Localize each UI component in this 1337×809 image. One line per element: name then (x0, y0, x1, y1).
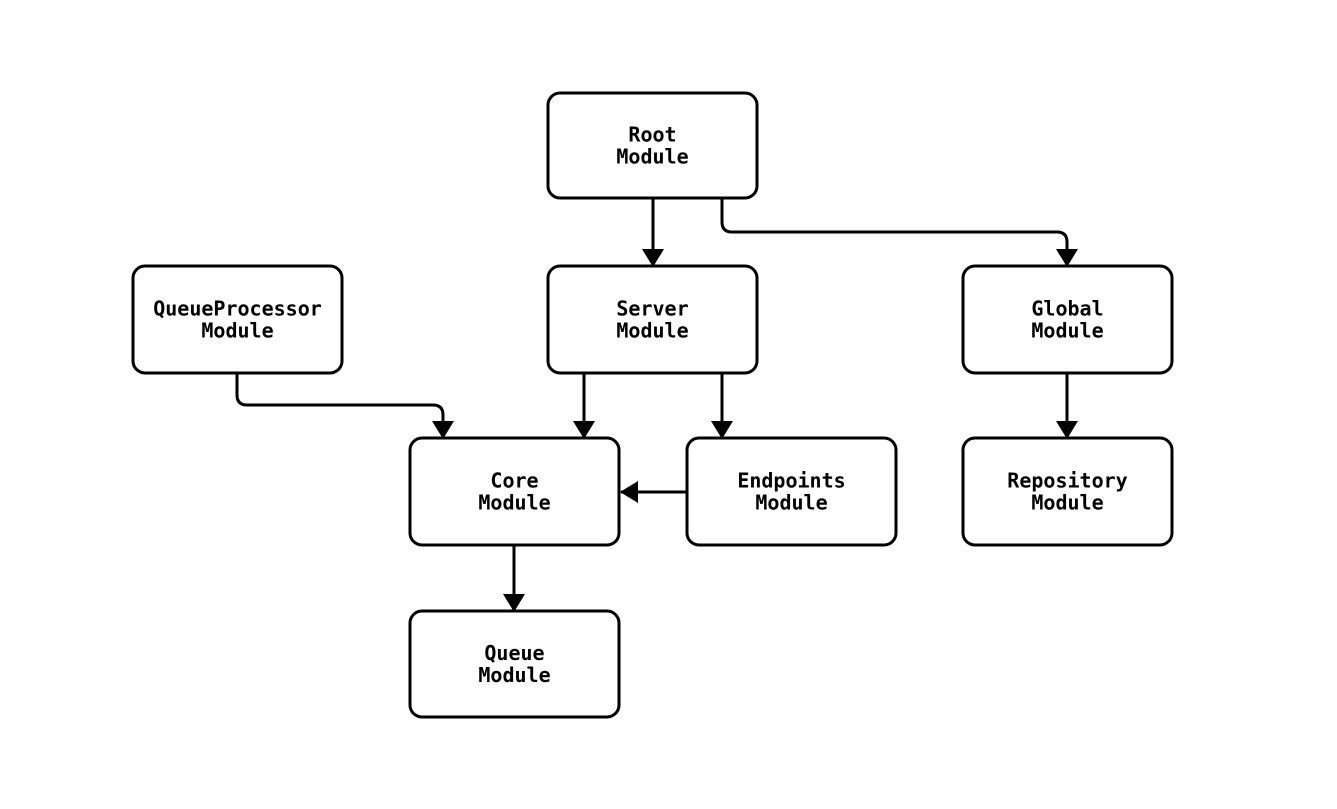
node-root-box (546, 91, 759, 200)
node-global-label-line-1: Global (1031, 297, 1103, 321)
node-repository-label-line-2: Module (1031, 491, 1103, 515)
node-endpoints-label-line-1: Endpoints (737, 469, 845, 493)
node-queue-processor-label-line-1: QueueProcessor (153, 297, 322, 321)
node-core-label-line-1: Core (490, 469, 538, 493)
node-root-label-line-2: Module (616, 145, 688, 169)
node-queue-label-line-1: Queue (484, 641, 544, 665)
node-server-label-line-1: Server (616, 297, 688, 321)
node-server-label-line-2: Module (616, 319, 688, 343)
edge-queue-processor-to-core (235, 373, 454, 439)
node-repository-label-line-1: Repository (1007, 469, 1127, 493)
node-endpoints-box (685, 436, 898, 547)
node-global-box (961, 264, 1174, 375)
node-server-box (546, 264, 759, 375)
node-root-label-line-1: Root (628, 123, 676, 147)
node-queue-processor-label-line-2: Module (201, 319, 273, 343)
node-global-label-line-2: Module (1031, 319, 1103, 343)
node-queue-processor-box (131, 264, 344, 375)
node-queue-box (408, 609, 621, 719)
node-endpoints-label-line-2: Module (755, 491, 827, 515)
edge-root-to-global (720, 198, 1078, 267)
node-core-label-line-2: Module (478, 491, 550, 515)
node-core-box (408, 436, 621, 547)
node-queue-label-line-2: Module (478, 663, 550, 687)
node-repository-box (961, 436, 1174, 547)
